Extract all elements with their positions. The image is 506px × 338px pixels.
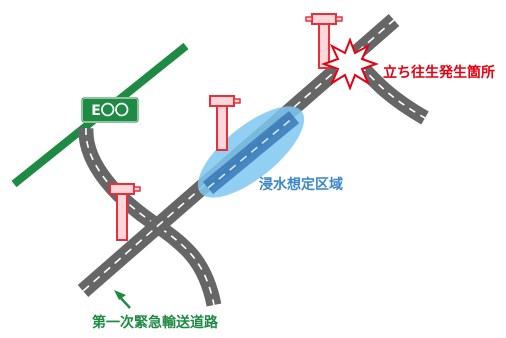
expressway-sign-label: E〇〇 (91, 103, 129, 119)
stall-location-label: 立ち往生発生箇所 (383, 65, 495, 81)
explosion-icon (321, 37, 379, 91)
flood-area-label: 浸水想定区域 (259, 177, 343, 193)
signpost-icon (305, 13, 343, 69)
signpost-icon (209, 95, 241, 151)
signpost-icon (109, 183, 141, 241)
emergency-route-label: 第一次緊急輸送道路 (92, 315, 218, 331)
flood-area (197, 106, 305, 198)
expressway-sign (81, 97, 139, 123)
arrow-icon (114, 290, 131, 309)
